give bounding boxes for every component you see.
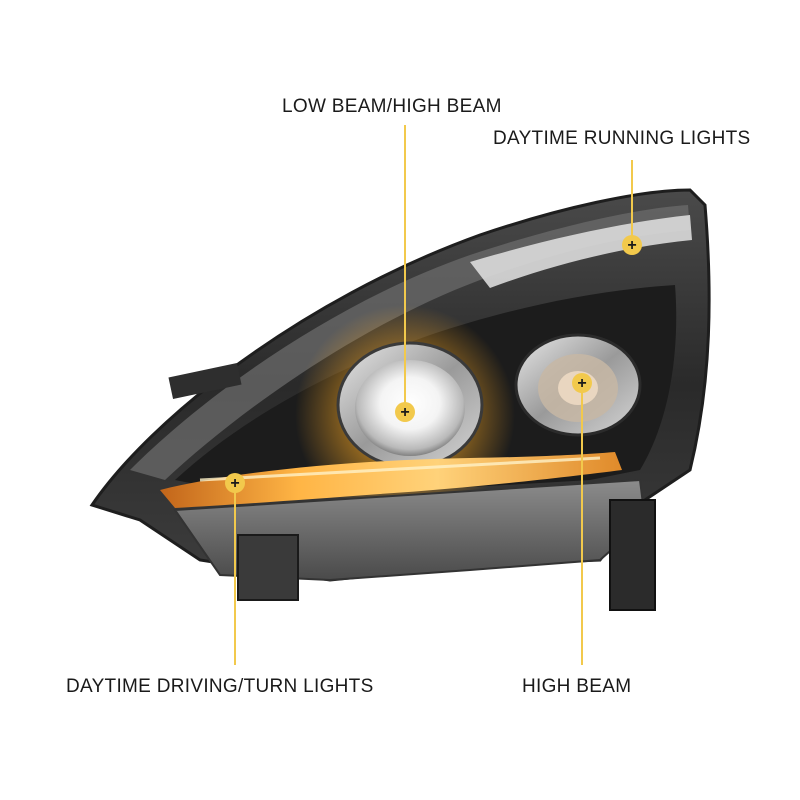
marker-low-high-beam: + <box>395 402 415 422</box>
marker-high-beam: + <box>572 373 592 393</box>
marker-turn-lights: + <box>225 473 245 493</box>
callout-label-daytime-running-lights: DAYTIME RUNNING LIGHTS <box>493 128 751 149</box>
marker-drl: + <box>622 235 642 255</box>
mount-bracket-right <box>609 499 656 611</box>
drl-strip <box>470 215 692 288</box>
mount-tab-left <box>168 362 242 400</box>
svg-text:+: + <box>400 404 409 421</box>
callout-label-high-beam: HIGH BEAM <box>522 676 632 697</box>
svg-text:+: + <box>627 237 636 254</box>
svg-text:+: + <box>577 375 586 392</box>
turn-signal-strip <box>160 452 622 508</box>
svg-text:+: + <box>230 475 239 492</box>
connector-left <box>237 534 299 601</box>
callout-label-daytime-driving-turn-lights: DAYTIME DRIVING/TURN LIGHTS <box>66 676 374 697</box>
callout-label-low-high-beam: LOW BEAM/HIGH BEAM <box>282 96 502 117</box>
